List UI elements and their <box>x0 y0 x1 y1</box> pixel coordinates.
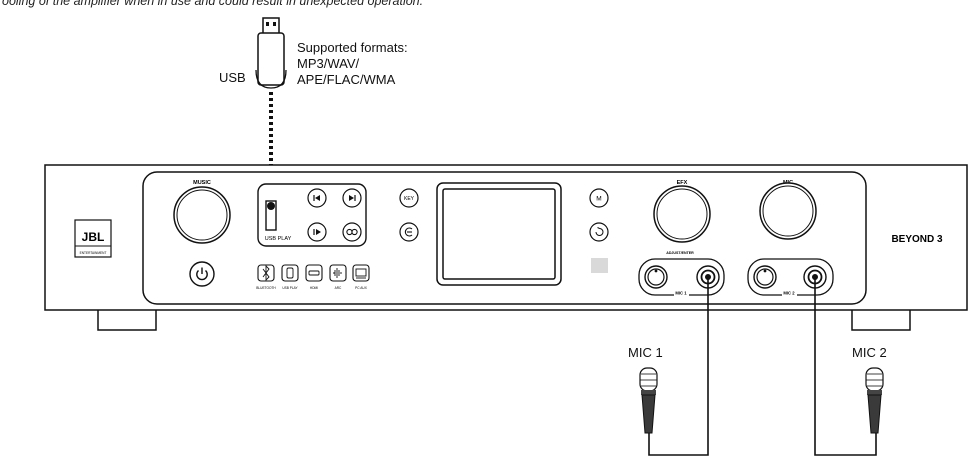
repeat-icon[interactable] <box>342 222 362 242</box>
m-button-label: M <box>596 196 601 203</box>
source-label-hdmi: HDMI <box>310 286 318 290</box>
jbl-logo: JBL ENTERTAINMENT <box>74 219 112 258</box>
back-button-icon[interactable] <box>589 222 609 242</box>
source-button-pc-aux[interactable] <box>352 264 370 282</box>
usb-play-label: USB PLAY <box>265 236 292 242</box>
adjust-enter-label: ADJUST/ENTER <box>666 251 694 255</box>
formats-line-1: MP3/WAV/ <box>297 56 360 71</box>
microphone-2-icon <box>865 367 884 434</box>
source-label-usb-play: USB PLAY <box>282 286 298 290</box>
formats-line-2: APE/FLAC/WMA <box>297 72 396 87</box>
svg-text:ENTERTAINMENT: ENTERTAINMENT <box>80 251 107 255</box>
music-knob-label: MUSIC <box>193 180 211 186</box>
mic-1-label: MIC 1 <box>628 345 663 360</box>
source-label-bluetooth: BLUETOOTH <box>256 286 276 290</box>
top-caption-text: ooling of the amplifier when in use and … <box>2 0 424 8</box>
efx-knob-label: EFX <box>677 180 688 186</box>
usb-stick-icon <box>257 17 285 86</box>
supported-formats-heading: Supported formats: <box>297 40 408 55</box>
mic-1-port-label: MIC 1 <box>675 291 687 296</box>
next-track-icon[interactable] <box>342 188 362 208</box>
power-button-icon[interactable] <box>189 261 215 287</box>
usb-port <box>265 200 277 231</box>
model-name: BEYOND 3 <box>891 234 943 245</box>
svg-text:JBL: JBL <box>82 230 105 244</box>
m-button[interactable] <box>589 188 609 208</box>
mic-2-port-label: MIC 2 <box>783 291 795 296</box>
mic-2-label: MIC 2 <box>852 345 887 360</box>
microphone-1-icon <box>639 367 658 434</box>
usb-play-panel <box>257 183 367 247</box>
key-button-label: KEY <box>404 196 415 202</box>
mic-2-cable <box>814 278 877 456</box>
previous-track-icon[interactable] <box>307 188 327 208</box>
display-screen <box>442 188 556 280</box>
source-button-usb-play[interactable] <box>281 264 299 282</box>
play-pause-icon[interactable] <box>307 222 327 242</box>
source-button-bluetooth[interactable] <box>257 264 275 282</box>
source-button-hdmi[interactable] <box>305 264 323 282</box>
ir-sensor <box>591 258 608 273</box>
mic-1-cable <box>648 278 709 456</box>
usb-bracket <box>255 69 287 89</box>
usb-label: USB <box>219 70 246 85</box>
echo-button-icon[interactable] <box>399 222 419 242</box>
source-label-arc: ARC <box>335 286 342 290</box>
source-label-pc-aux: PC AUX <box>355 286 368 290</box>
source-button-arc[interactable] <box>329 264 347 282</box>
key-button[interactable] <box>399 188 419 208</box>
